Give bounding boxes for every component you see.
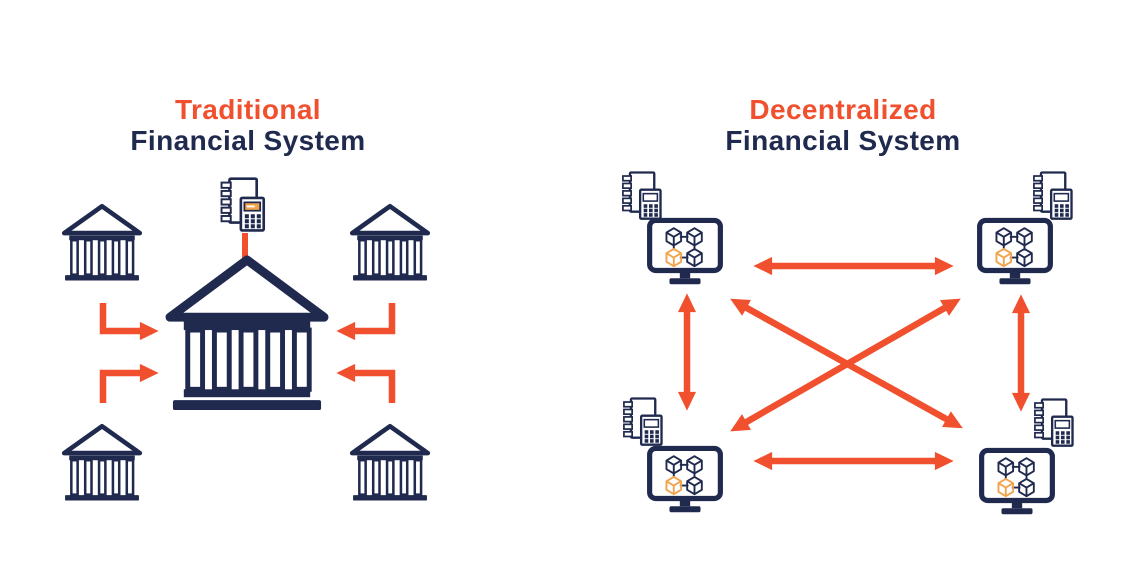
ledger-calculator-icon [1033,398,1074,447]
blockchain-computer-icon [980,220,1051,284]
blockchain-computer-icon [650,220,721,284]
left-title-line2: Financial System [130,125,366,156]
arrow-top-left-to-center [99,303,159,341]
ledger-calculator-icon [220,177,266,232]
right-title-line2: Financial System [725,125,961,156]
arrow-bottom-left-to-center [99,363,159,403]
arrow-top-right-to-center [336,303,396,341]
right-title-line1: Decentralized [749,94,937,125]
traditional-panel [64,177,428,501]
bank-icon [352,206,428,280]
inbound-arrows [99,303,396,403]
ledger-calculator-icon [1032,171,1073,220]
blockchain-computer-icon [982,450,1053,514]
arrow-diagonal-bl-tr [730,298,961,432]
mesh-arrows [677,256,1031,471]
left-title-line1: Traditional [175,94,321,125]
bank-icon [352,426,428,500]
bank-icon [64,206,140,280]
blockchain-computer-icon [650,448,721,512]
bank-icon [64,426,140,500]
ledger-calculator-icon [622,397,663,446]
right-panel-title: Decentralized Financial System [643,94,1043,156]
arrow-bottom-right-to-center [336,363,396,403]
decentralized-panel [621,171,1074,515]
ledger-calculator-icon [621,171,662,220]
left-panel-title: Traditional Financial System [48,94,448,156]
central-bank-icon [170,260,324,410]
